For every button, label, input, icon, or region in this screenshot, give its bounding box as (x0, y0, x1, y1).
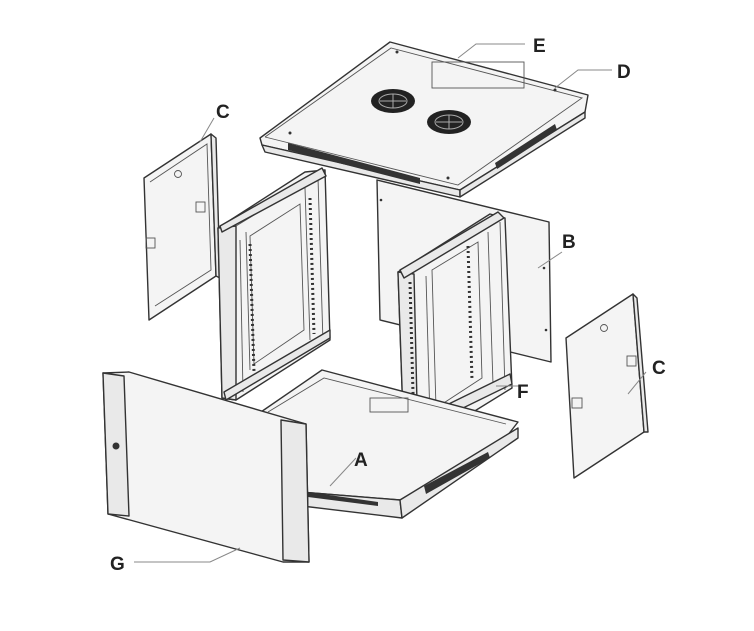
label-a: A (354, 450, 368, 471)
label-f: F (517, 382, 529, 403)
top-cover (259, 41, 589, 198)
label-c-right: C (652, 358, 666, 379)
rack-frame-left (217, 167, 331, 401)
label-c-left: C (216, 102, 230, 123)
fan-left (371, 89, 415, 113)
label-g: G (110, 554, 125, 575)
label-e: E (533, 36, 546, 57)
front-door (102, 371, 310, 563)
fan-right (427, 110, 471, 134)
side-panel-left (143, 133, 221, 321)
label-d: D (617, 62, 631, 83)
label-b: B (562, 232, 576, 253)
side-panel-right (565, 293, 649, 479)
leader-lines (134, 43, 647, 563)
